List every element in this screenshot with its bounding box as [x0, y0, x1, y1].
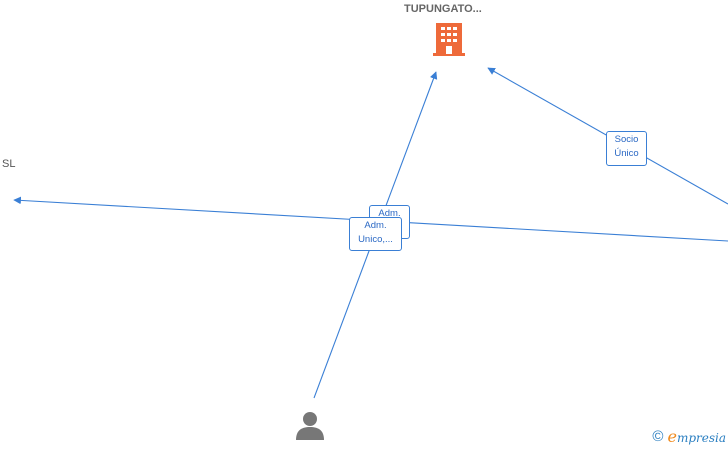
edge-label-adm-back-line1: Adm. [378, 208, 401, 219]
edge-label-adm-unico[interactable]: Adm. Unico,... [349, 217, 402, 251]
building-icon[interactable] [433, 23, 465, 62]
company-side-label[interactable]: SL [2, 158, 16, 170]
copyright-icon: © [652, 428, 664, 445]
person-icon[interactable] [295, 410, 325, 445]
company-main-label[interactable]: TUPUNGATO... [404, 3, 482, 15]
edge-label-adm-line2: Unico,... [358, 234, 393, 245]
edge-label-socio-line1: Socio [614, 134, 639, 145]
empresia-logo-text: mpresia [676, 431, 726, 445]
edge-label-socio-line2: Único [614, 148, 639, 159]
empresia-logo-initial: e [667, 427, 677, 446]
edge-label-adm-line1: Adm. [364, 220, 387, 231]
empresia-watermark: © empresia [652, 427, 726, 446]
edge-label-socio-unico[interactable]: Socio Único [606, 131, 647, 166]
empresia-logo: empresia [667, 427, 726, 446]
